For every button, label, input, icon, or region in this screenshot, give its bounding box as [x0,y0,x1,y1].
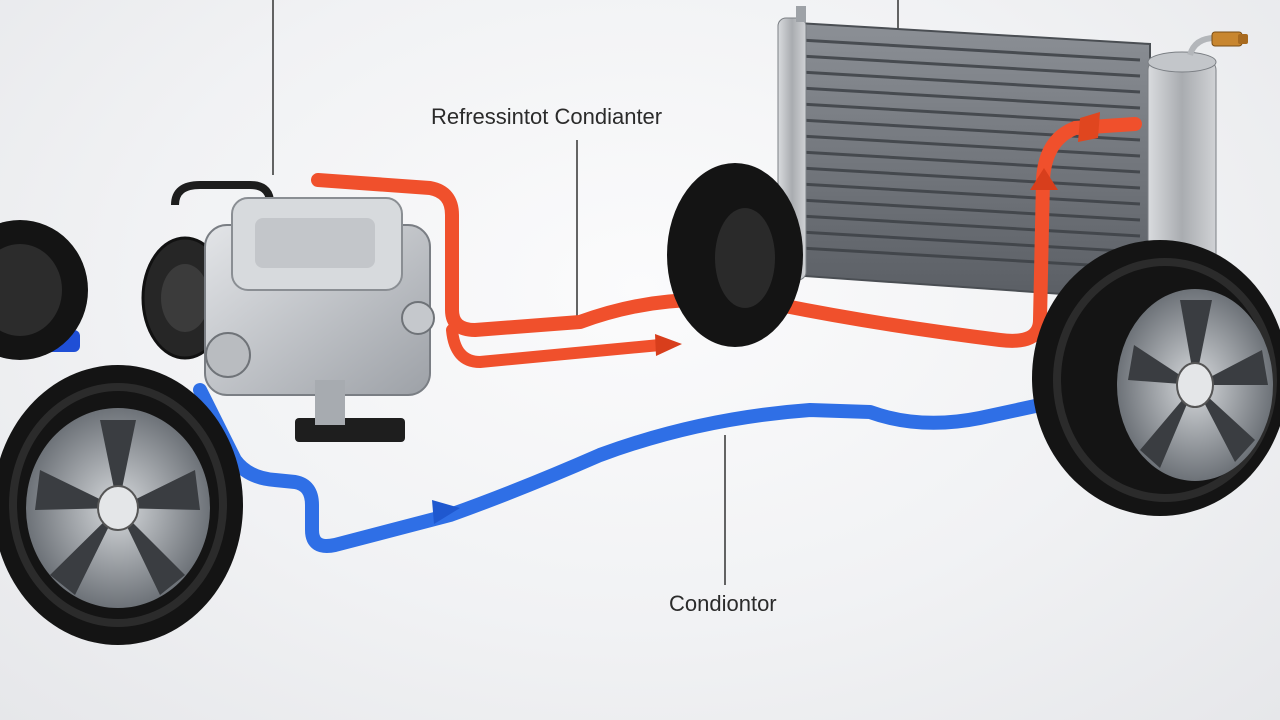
rear-left-wheel [0,220,88,360]
front-right-wheel [667,163,803,347]
front-left-wheel [0,365,243,645]
compressor-unit [141,181,435,442]
bottom-component-label: Condiontor [669,591,777,616]
low-pressure-line [193,383,1047,553]
top-component-label: Refressintot Condianter [431,104,663,129]
brass-fitting [1211,31,1248,47]
rear-right-wheel [1032,240,1280,516]
